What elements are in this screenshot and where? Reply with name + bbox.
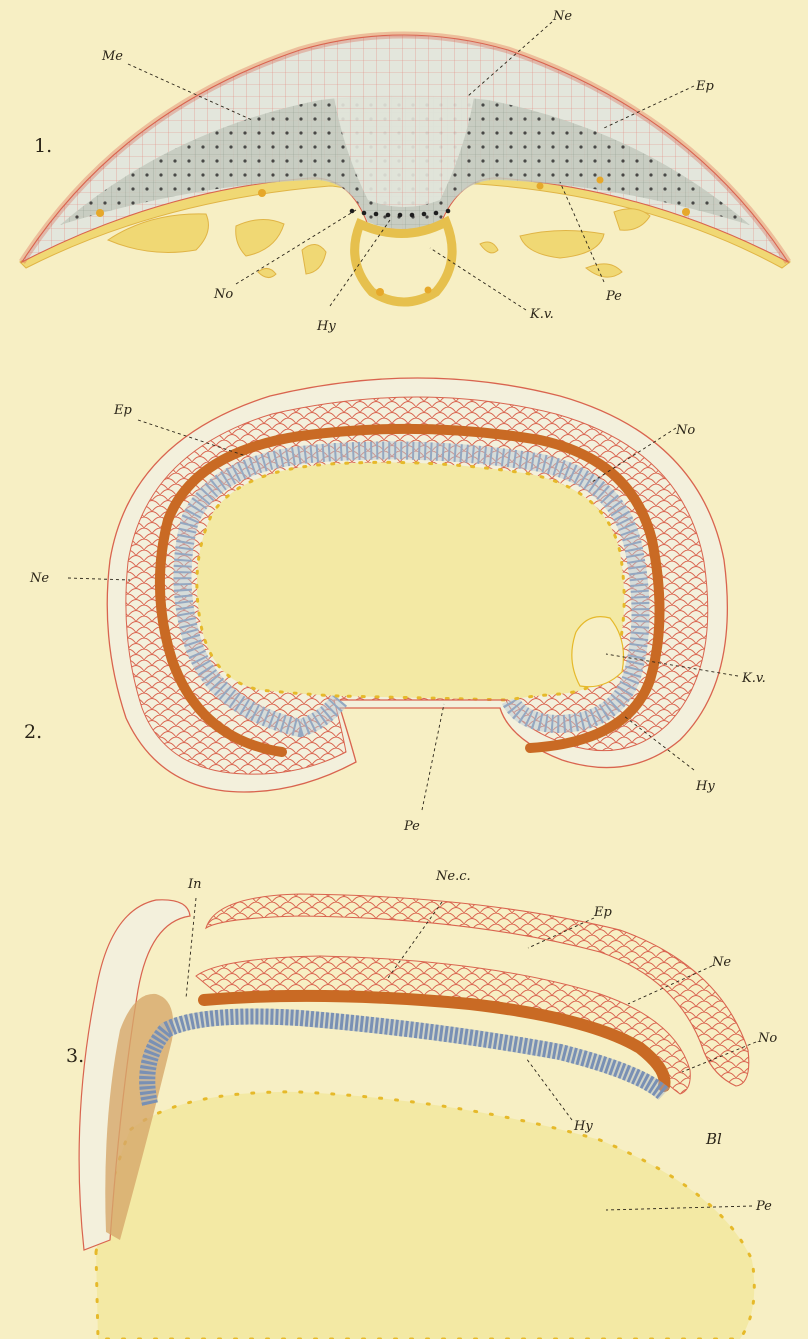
fig1-label-hy: Hy bbox=[316, 319, 336, 334]
fig1-kupffer-vesicle bbox=[355, 222, 452, 302]
figure-1: 1. Me Ne Ep No Hy K.v. Pe bbox=[20, 9, 790, 334]
figure-2: 2. Ep No Ne K.v. Hy Pe bbox=[24, 378, 766, 834]
fig1-label-kv: K.v. bbox=[529, 307, 554, 322]
fig2-label-no: No bbox=[675, 423, 695, 438]
fig2-yolk bbox=[197, 462, 624, 700]
fig3-label-bl: Bl bbox=[705, 1130, 722, 1148]
fig3-label-no: No bbox=[757, 1031, 777, 1046]
figure-3: 3. In Ne.c. Ep Ne No Hy Bl Pe bbox=[66, 869, 777, 1339]
fig1-label-pe: Pe bbox=[605, 289, 622, 304]
fig3-label-in: In bbox=[187, 877, 202, 892]
fig1-label-ep: Ep bbox=[695, 79, 714, 94]
fig2-label-pe: Pe bbox=[403, 819, 420, 834]
fig2-label-ep: Ep bbox=[113, 403, 132, 418]
fig1-number: 1. bbox=[34, 135, 52, 157]
fig3-label-ne: Ne bbox=[711, 955, 731, 970]
fig2-label-hy: Hy bbox=[695, 779, 715, 794]
fig3-label-ep: Ep bbox=[593, 905, 612, 920]
fig1-label-no: No bbox=[213, 287, 233, 302]
fig3-label-hy: Hy bbox=[573, 1119, 593, 1134]
fig2-kupffer-vesicle bbox=[572, 617, 624, 687]
fig3-number: 3. bbox=[66, 1045, 84, 1067]
fig1-label-me: Me bbox=[101, 49, 123, 64]
fig2-label-ne: Ne bbox=[29, 571, 49, 586]
fig1-label-ne: Ne bbox=[552, 9, 572, 24]
fig2-lead-pe bbox=[422, 704, 444, 810]
fig3-label-pe: Pe bbox=[755, 1199, 772, 1214]
fig2-number: 2. bbox=[24, 721, 42, 743]
fig2-label-kv: K.v. bbox=[741, 671, 766, 686]
fig3-label-nec: Ne.c. bbox=[435, 869, 471, 884]
fig3-yolk bbox=[96, 1092, 754, 1339]
fig3-lead-hy bbox=[526, 1058, 572, 1120]
